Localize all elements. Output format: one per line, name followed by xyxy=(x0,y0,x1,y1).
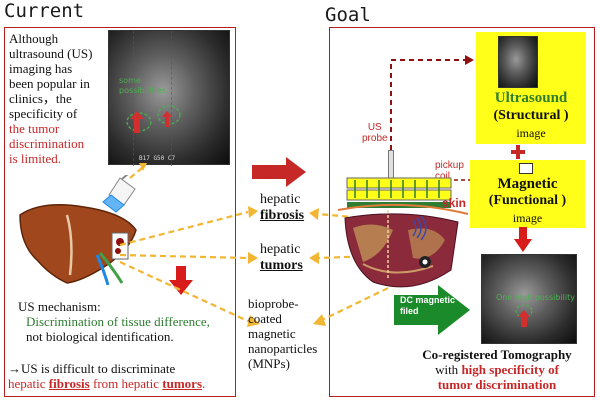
current-ultrasound-image: some possibilities B17 G50 C7 xyxy=(108,30,230,166)
us-conclusion-text: →US is difficult to discriminate hepatic… xyxy=(8,361,206,391)
us-mechanism-text: US mechanism: Discrimination of tissue d… xyxy=(18,299,210,344)
goal-panel xyxy=(329,27,595,397)
magnetic-unit: image xyxy=(512,211,543,225)
liver-icon xyxy=(19,204,137,285)
magnetic-image-box: Magnetic (Functional ) image xyxy=(470,160,585,228)
possibilities-label: some possibilities xyxy=(119,76,166,95)
goal-header: Goal xyxy=(325,4,371,26)
ultrasound-thumbnail xyxy=(498,36,538,88)
plus-icon xyxy=(511,145,525,159)
coregistered-text: Co-registered Tomography with high speci… xyxy=(422,347,572,392)
dc-field-label: DC magnetic filed xyxy=(400,295,456,316)
ultrasound-sub: (Structural ) xyxy=(493,108,569,123)
high-possibility-label: One high possibility xyxy=(496,293,575,302)
magnetic-sub: (Functional ) xyxy=(488,193,567,208)
mnp-label: bioprobe- coated magnetic nanoparticles … xyxy=(248,296,318,371)
result-arrow-icon xyxy=(514,227,532,252)
fibrosis-label: hepatic fibrosis xyxy=(260,192,305,223)
us-image-footer: B17 G50 C7 xyxy=(139,155,176,162)
us-probe-label: US probe xyxy=(362,122,388,144)
ultrasound-image-box: Ultrasound (Structural ) image xyxy=(476,32,586,144)
skin-label: skin xyxy=(442,196,467,210)
magnetic-thumbnail xyxy=(519,163,533,174)
down-arrow-icon xyxy=(169,266,193,295)
current-panel xyxy=(4,27,236,397)
tumors-label: hepatic tumors xyxy=(260,242,303,273)
ultrasound-unit: image xyxy=(516,126,546,140)
pickup-coil-label: pickup coil xyxy=(435,160,464,182)
ultrasound-title: Ultrasound xyxy=(494,90,568,106)
tissue-icon xyxy=(337,203,469,288)
current-to-goal-arrow-icon xyxy=(252,157,306,187)
current-header: Current xyxy=(4,0,85,22)
dc-field-arrow-icon xyxy=(394,285,470,335)
magnetic-title: Magnetic xyxy=(497,176,558,192)
current-intro-text: Although ultrasound (US) imaging has bee… xyxy=(9,31,93,166)
result-ultrasound-image: One high possibility xyxy=(481,254,577,344)
us-probe-icon xyxy=(102,175,136,213)
possibility-markers xyxy=(126,105,181,133)
result-marker xyxy=(515,304,533,327)
